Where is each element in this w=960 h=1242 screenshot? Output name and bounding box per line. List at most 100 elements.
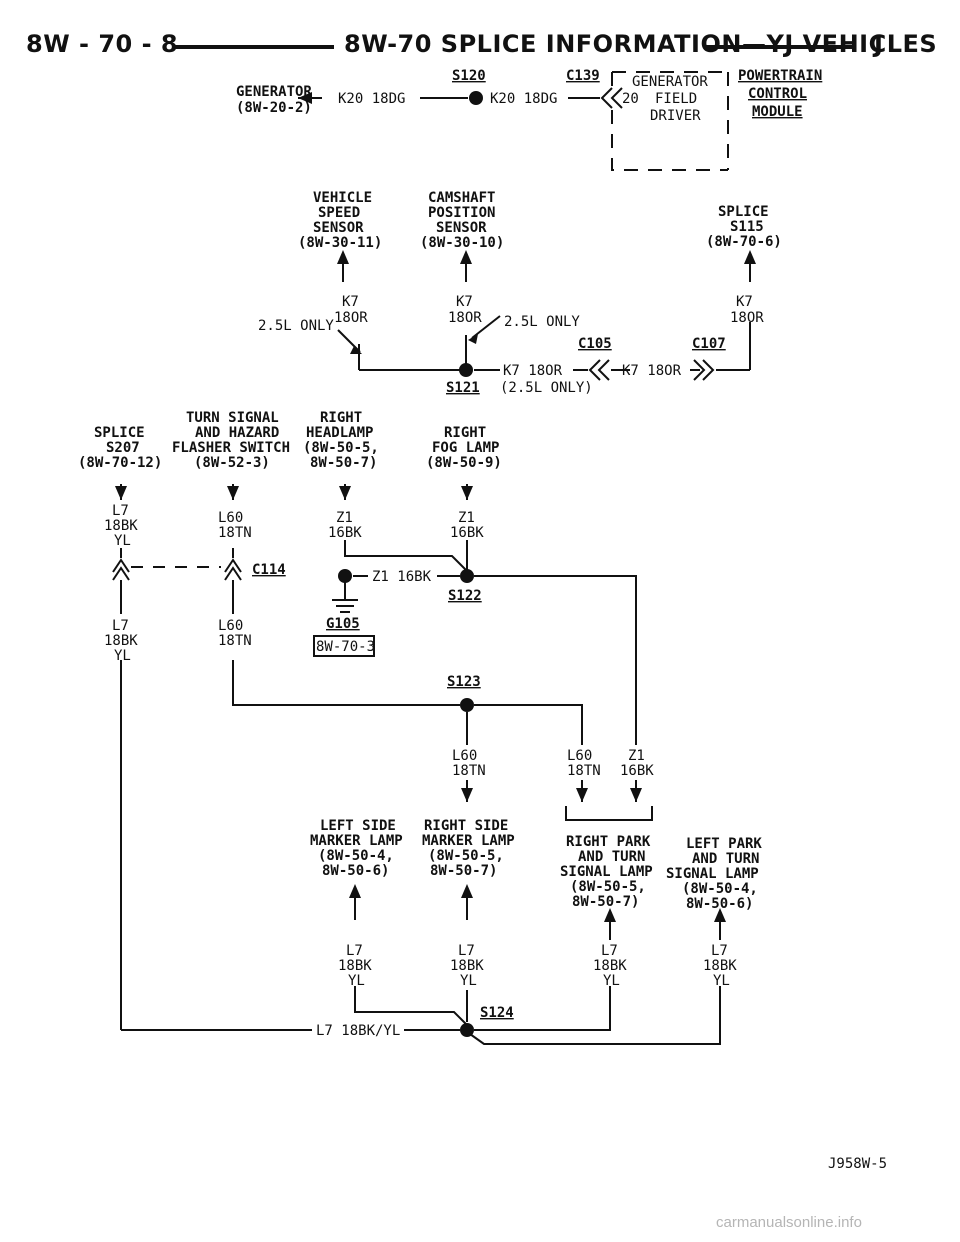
s115-wire-code: K7 [736,294,753,310]
turn-wire-code-2: L60 [218,618,243,634]
connector-c114-label: C114 [252,562,286,578]
arrow-generator [298,92,312,104]
connector-c107-symbol [702,359,715,381]
rpt-ref2: 8W-50-7) [572,894,639,910]
splice-s121-note: (2.5L ONLY) [500,380,593,396]
rfog-wire-code: Z1 [458,510,475,526]
splice-s122-label: S122 [448,588,482,604]
turn-ref: (8W-52-3) [194,455,270,471]
header-rule-left [174,45,334,49]
splice-s123-label: S123 [447,674,481,690]
lsm-ref2: 8W-50-6) [322,863,389,879]
arrow-turn [227,486,239,500]
cmp-line3: SENSOR [436,220,487,236]
connector-c139-symbol2 [610,87,623,109]
rpt-line1: RIGHT PARK [566,834,651,850]
connector-c114-left [112,558,130,581]
connector-c107-symbol2 [693,359,706,381]
wire-lines [112,71,751,1045]
rpt-ref1: (8W-50-5, [570,879,646,895]
cmp-wire-color: 18OR [448,310,482,326]
rsm-ref1: (8W-50-5, [428,848,504,864]
vss-line2: SPEED [318,205,360,221]
vss-line3: SENSOR [313,220,364,236]
page-reference: 8W - 70 - 8 [26,30,179,58]
pcm-line1: POWERTRAIN [738,68,822,84]
wire-k7-b-label: K7 18OR [622,363,682,379]
wire-k20-right-label: K20 18DG [490,91,557,107]
arrow-rpt-in2 [630,788,642,802]
rsm-wire-color-2: 18BK [450,958,484,974]
gen-field-box [611,71,729,171]
generator-ref: (8W-20-2) [236,100,312,116]
page-header: 8W - 70 - 8 8W-70 SPLICE INFORMATION—YJ … [0,0,960,70]
lpt-line1: LEFT PARK [686,836,762,852]
rsm-line2: MARKER LAMP [422,833,515,849]
rfog-line2: FOG LAMP [432,440,499,456]
page-title: 8W-70 SPLICE INFORMATION—YJ VEHICLES [344,30,938,58]
lpt-wire-color: 18BK [703,958,737,974]
splice-ground-dot [338,569,352,583]
arrow-rfog [461,486,473,500]
s207-wire-tracer-2: YL [114,648,131,664]
header-letter: J [874,30,884,58]
ground-g105-label: G105 [326,616,360,632]
main-wire-label: L7 18BK/YL [316,1023,400,1039]
arrow-cmp [460,250,472,264]
wire-z1-to-rpt [474,575,637,745]
turn-wire-color: 18TN [218,525,252,541]
s207-ref: (8W-70-12) [78,455,162,471]
splice-s123-dot [460,698,474,712]
arrow-rpt-in1 [576,788,588,802]
s207-line1: SPLICE [94,425,145,441]
rhead-wire-color: 16BK [328,525,362,541]
arrow-2-5l-a [350,346,362,354]
wire-lpt-to-s124 [469,986,721,1045]
watermark: carmanualsonline.info [716,1214,862,1231]
vss-line1: VEHICLE [313,190,372,206]
arrow-rsm-in [461,788,473,802]
lpt-wire-code: L7 [711,943,728,959]
lpt-wire-tracer: YL [713,973,730,989]
connector-c114-right [224,558,242,581]
connector-c105-symbol [588,359,601,381]
rfog-line1: RIGHT [444,425,486,441]
rpt-wire-tracer-3: YL [603,973,620,989]
turn-line3: FLASHER SWITCH [172,440,290,456]
wire-l60-to-s123 [232,660,460,706]
rpt-wire1-color: 18TN [567,763,601,779]
rpt-line3: SIGNAL LAMP [560,864,653,880]
header-rule-right [706,45,856,49]
wire-z1-label: Z1 16BK [372,569,432,585]
rpt-line2: AND TURN [578,849,645,865]
s207-line2: S207 [106,440,140,456]
rpt-wire-code-3: L7 [601,943,618,959]
s115-line1: SPLICE [718,204,769,220]
rfog-wire-color: 16BK [450,525,484,541]
s207-wire-color-2: 18BK [104,633,138,649]
splice-s124-label: S124 [480,1005,514,1021]
cmp-line2: POSITION [428,205,495,221]
splice-s121-dot [459,363,473,377]
pointer-2-5l-b [471,315,501,339]
rfog-ref: (8W-50-9) [426,455,502,471]
ground-g105-ref: 8W-70-3 [316,639,375,655]
s115-wire-color: 18OR [730,310,764,326]
rpt-wire1-code: L60 [567,748,592,764]
pcm-line2: CONTROL [748,86,807,102]
lpt-line3: SIGNAL LAMP [666,866,759,882]
splice-s124-dot [460,1023,474,1037]
lsm-line1: LEFT SIDE [320,818,396,834]
wire-k20-left-label: K20 18DG [338,91,405,107]
gen-field-line2: FIELD [655,91,697,107]
lsm-ref1: (8W-50-4, [318,848,394,864]
turn-line1: TURN SIGNAL [186,410,279,426]
s115-ref: (8W-70-6) [706,234,782,250]
vss-ref: (8W-30-11) [298,235,382,251]
arrow-s207 [115,486,127,500]
splice-s120-dot [469,91,483,105]
s207-wire-tracer: YL [114,533,131,549]
figure-id: J958W-5 [828,1156,887,1172]
lsm-wire-code: L7 [346,943,363,959]
